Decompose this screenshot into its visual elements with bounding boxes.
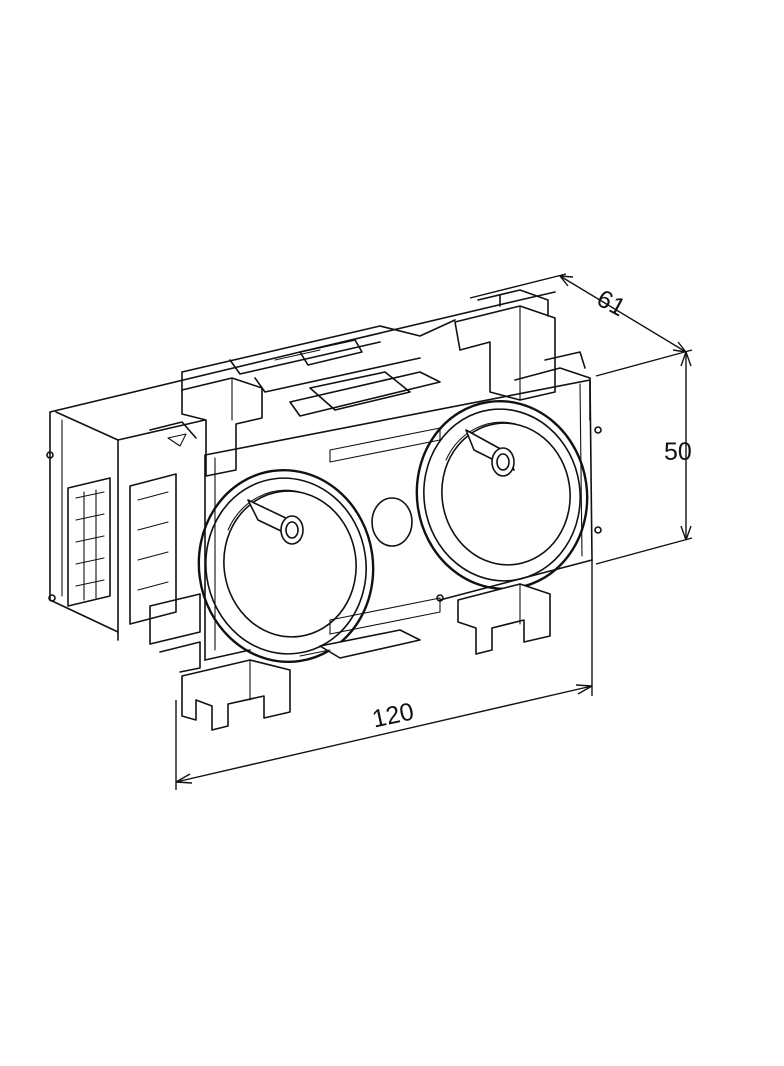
socket-right-earth-pin bbox=[465, 429, 515, 477]
module-housing bbox=[49, 289, 591, 641]
depth-label: 61 bbox=[592, 284, 630, 322]
socket-right bbox=[415, 399, 589, 591]
dimension-width bbox=[175, 560, 593, 790]
socket-module bbox=[46, 289, 602, 731]
height-label: 50 bbox=[664, 438, 692, 466]
socket-left-earth-pin bbox=[247, 499, 304, 545]
mounting-feet bbox=[181, 583, 551, 731]
front-plate bbox=[46, 379, 602, 673]
dimension-height bbox=[595, 349, 693, 565]
dimension-depth bbox=[469, 273, 687, 353]
socket-left bbox=[197, 468, 375, 664]
